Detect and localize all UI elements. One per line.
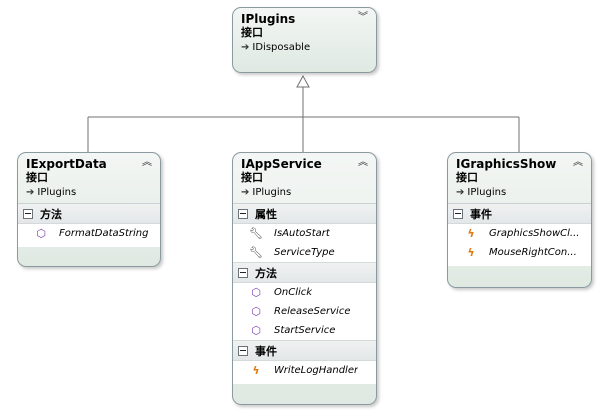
node-title: IExportData bbox=[26, 157, 107, 171]
lightning-icon: ϟ bbox=[467, 226, 475, 240]
node-kind: 接口 bbox=[26, 171, 48, 184]
method-icon: ⬡ bbox=[251, 285, 261, 299]
iappservice-node[interactable]: IAppService 接口 ➔IPlugins ︽ 属性 🔧︎ IsAutoS… bbox=[232, 152, 377, 405]
inherits-arrow-icon: ➔ bbox=[26, 187, 35, 198]
node-base: ➔IPlugins bbox=[456, 187, 507, 198]
member-item[interactable]: 🔧︎ ServiceType bbox=[249, 245, 335, 259]
expand-chevron-icon[interactable]: ︾ bbox=[358, 12, 368, 23]
method-icon: ⬡ bbox=[36, 226, 46, 240]
member-list: 方法 ⬡ FormatDataString bbox=[18, 203, 160, 247]
method-icon: ⬡ bbox=[251, 323, 261, 337]
node-title: IPlugins bbox=[241, 12, 296, 26]
member-item[interactable]: ϟ WriteLogHandler bbox=[233, 361, 376, 380]
collapse-minus-icon[interactable] bbox=[238, 267, 248, 278]
collapse-chevron-icon[interactable]: ︽ bbox=[142, 157, 152, 168]
section-header-events[interactable]: 事件 bbox=[233, 340, 376, 361]
section-header-methods[interactable]: 方法 bbox=[233, 262, 376, 283]
collapse-minus-icon[interactable] bbox=[238, 208, 248, 219]
method-icon: ⬡ bbox=[251, 304, 261, 318]
member-item[interactable]: ⬡ StartService bbox=[251, 323, 336, 337]
inheritance-arrowhead bbox=[296, 74, 310, 88]
member-item[interactable]: ⬡ FormatDataString bbox=[36, 226, 149, 240]
member-list: 事件 ϟ GraphicsShowCl... ϟ MouseRightCon..… bbox=[448, 203, 591, 266]
section-header-events[interactable]: 事件 bbox=[448, 204, 591, 224]
collapse-minus-icon[interactable] bbox=[23, 208, 33, 219]
member-item[interactable]: ϟ MouseRightCon... bbox=[448, 243, 591, 262]
member-item[interactable]: ⬡ ReleaseService bbox=[251, 304, 351, 318]
node-kind: 接口 bbox=[241, 26, 263, 39]
igraphicsshow-node[interactable]: IGraphicsShow 接口 ➔IPlugins ︽ 事件 ϟ Graphi… bbox=[447, 152, 592, 288]
node-base: ➔IPlugins bbox=[241, 187, 292, 198]
node-base: ➔IDisposable bbox=[241, 42, 311, 53]
node-title: IAppService bbox=[241, 157, 322, 171]
node-base: ➔IPlugins bbox=[26, 187, 77, 198]
inherits-arrow-icon: ➔ bbox=[456, 187, 465, 198]
member-item[interactable]: ⬡ OnClick bbox=[251, 285, 313, 299]
inherits-arrow-icon: ➔ bbox=[241, 187, 250, 198]
section-header-properties[interactable]: 属性 bbox=[233, 204, 376, 224]
node-title: IGraphicsShow bbox=[456, 157, 557, 171]
iexportdata-node[interactable]: IExportData 接口 ➔IPlugins ︽ 方法 ⬡ FormatDa… bbox=[17, 152, 161, 267]
node-kind: 接口 bbox=[456, 171, 478, 184]
wrench-icon: 🔧︎ bbox=[249, 245, 263, 259]
collapse-chevron-icon[interactable]: ︽ bbox=[358, 157, 368, 168]
member-item[interactable]: ϟ GraphicsShowCl... bbox=[448, 224, 591, 243]
inherits-arrow-icon: ➔ bbox=[241, 42, 250, 53]
node-kind: 接口 bbox=[241, 171, 263, 184]
collapse-minus-icon[interactable] bbox=[453, 208, 463, 219]
member-item[interactable]: 🔧︎ IsAutoStart bbox=[249, 226, 330, 240]
lightning-icon: ϟ bbox=[467, 245, 475, 259]
collapse-chevron-icon[interactable]: ︽ bbox=[573, 157, 583, 168]
collapse-minus-icon[interactable] bbox=[238, 345, 248, 356]
wrench-icon: 🔧︎ bbox=[249, 226, 263, 240]
member-list: 属性 🔧︎ IsAutoStart 🔧︎ ServiceType 方法 ⬡ On… bbox=[233, 203, 376, 384]
iplugins-node[interactable]: IPlugins 接口 ➔IDisposable ︾ bbox=[232, 7, 377, 73]
lightning-icon: ϟ bbox=[252, 363, 260, 377]
section-header-methods[interactable]: 方法 bbox=[18, 204, 160, 224]
